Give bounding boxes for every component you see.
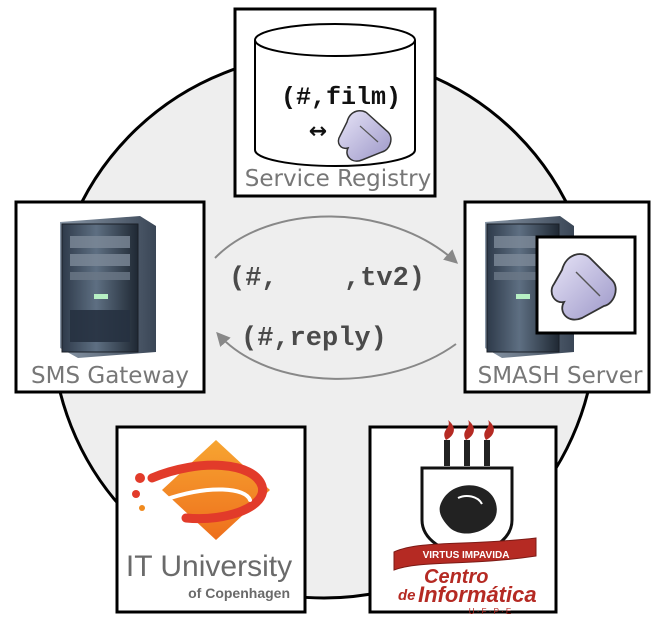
- request-message-left: (#,: [229, 264, 278, 294]
- reply-arrow: [216, 331, 457, 380]
- registry-entry: (#,film): [281, 83, 401, 112]
- server-tower-icon: [60, 216, 156, 358]
- itu-logo-icon: [132, 440, 270, 540]
- itu-subname: of Copenhagen: [188, 585, 290, 601]
- scroll-icon: [550, 253, 617, 321]
- service-scroll-card: [535, 235, 637, 335]
- itu-name: IT University: [126, 550, 292, 583]
- service-registry: (#,film) ↔ Service Registry: [233, 7, 437, 198]
- ufpe-motto: VIRTUS IMPAVIDA: [423, 550, 510, 561]
- smash-server-node: SMASH Server: [463, 200, 651, 394]
- gateway-label: SMS Gateway: [31, 363, 189, 389]
- itu-logo-box: IT University of Copenhagen: [115, 425, 307, 614]
- registry-title: Service Registry: [245, 166, 431, 192]
- request-message-right: ,tv2): [344, 264, 425, 294]
- ufpe-crest-icon: [393, 420, 537, 571]
- scroll-icon: [337, 109, 392, 162]
- sms-gateway-node: SMS Gateway: [14, 200, 206, 394]
- ufpe-informatica: Informática: [418, 582, 537, 607]
- double-arrow-icon: ↔: [309, 119, 327, 144]
- server-label: SMASH Server: [478, 363, 643, 389]
- ufpe-centro: Centro: [424, 566, 488, 588]
- ufpe-logo-box: VIRTUS IMPAVIDA Centro de Informática U …: [368, 420, 558, 616]
- ufpe-abbr: U · F · P · E: [469, 607, 512, 616]
- request-arrow: [214, 215, 459, 264]
- ufpe-de: de: [398, 587, 416, 604]
- reply-message: (#,reply): [241, 324, 387, 354]
